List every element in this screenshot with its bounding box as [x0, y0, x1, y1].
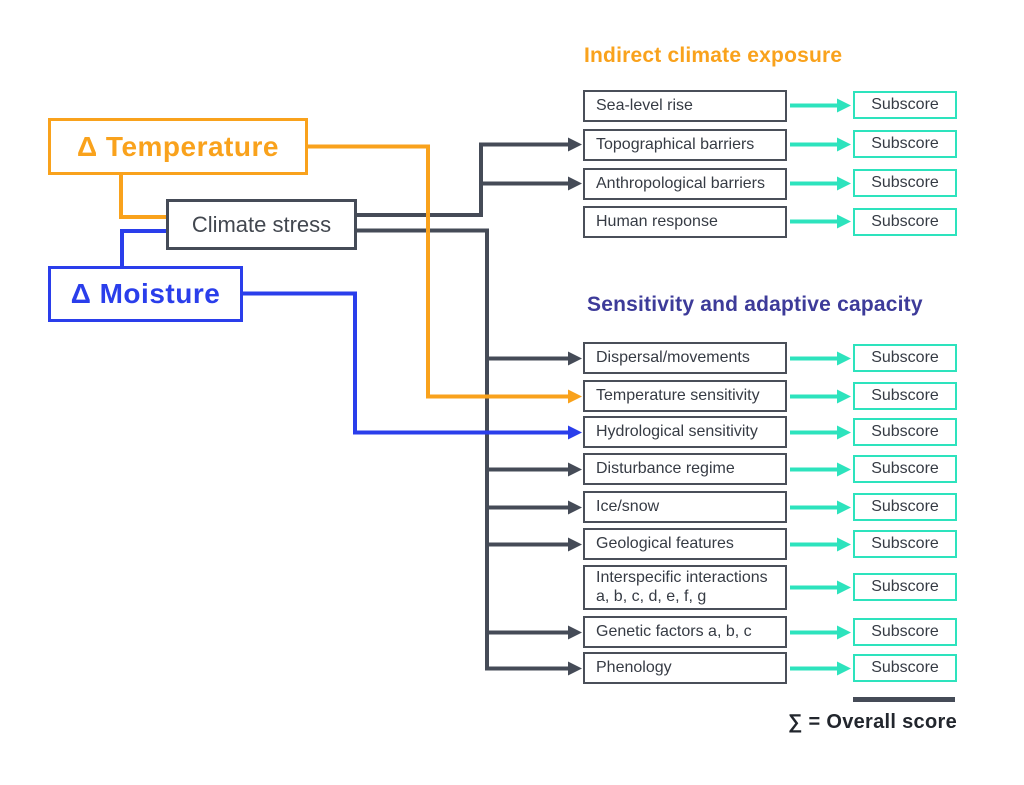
- subscore-label: Subscore: [871, 578, 939, 595]
- factor-label: Genetic factors a, b, c: [596, 622, 752, 640]
- subscore-label: Subscore: [871, 387, 939, 404]
- climate-to-topographical-line: [357, 137, 582, 217]
- subscore-label: Subscore: [871, 535, 939, 552]
- climate-stress-label: Climate stress: [191, 211, 332, 237]
- subscore-box: Subscore: [853, 344, 957, 372]
- factor-label: Human response: [596, 212, 718, 230]
- subscore-box: Subscore: [853, 618, 957, 646]
- overall-score-label: ∑ = Overall score: [788, 711, 957, 733]
- subscore-box: Subscore: [853, 208, 957, 236]
- box-geological-features: Geological features: [583, 528, 787, 560]
- box-human-response: Human response: [583, 206, 787, 238]
- subscore-label: Subscore: [871, 460, 939, 477]
- box-interspecific-interactions: Interspecific interactions a, b, c, d, e…: [583, 565, 787, 610]
- factor-label: Hydrological sensitivity: [596, 422, 758, 440]
- box-disturbance-regime: Disturbance regime: [583, 453, 787, 485]
- subscore-label: Subscore: [871, 349, 939, 366]
- subscore-label: Subscore: [871, 135, 939, 152]
- subscore-label: Subscore: [871, 423, 939, 440]
- box-temperature-sensitivity: Temperature sensitivity: [583, 380, 787, 412]
- moisture-to-climate-line: [120, 229, 170, 266]
- exposure-heading: Indirect climate exposure: [584, 44, 843, 67]
- moisture-to-hydrological-line: [243, 291, 582, 440]
- subscore-box: Subscore: [853, 493, 957, 521]
- factor-label: Disturbance regime: [596, 459, 735, 477]
- box-sea-level-rise: Sea-level rise: [583, 90, 787, 122]
- subscore-box: Subscore: [853, 418, 957, 446]
- subscore-label: Subscore: [871, 659, 939, 676]
- subscore-label: Subscore: [871, 498, 939, 515]
- moisture-box: Δ Moisture: [48, 266, 243, 322]
- subscore-box: Subscore: [853, 169, 957, 197]
- subscore-box: Subscore: [853, 573, 957, 601]
- subscore-label: Subscore: [871, 96, 939, 113]
- sum-divider-line: [853, 697, 955, 702]
- subscore-box: Subscore: [853, 455, 957, 483]
- factor-label: Anthropological barriers: [596, 174, 765, 192]
- climate-stress-box: Climate stress: [166, 199, 357, 250]
- factor-label: Interspecific interactions a, b, c, d, e…: [596, 569, 768, 605]
- factor-label: Phenology: [596, 658, 672, 676]
- subscore-box: Subscore: [853, 91, 957, 119]
- factor-label: Dispersal/movements: [596, 348, 750, 366]
- temperature-label: Δ Temperature: [77, 130, 279, 162]
- box-anthropological-barriers: Anthropological barriers: [583, 168, 787, 200]
- climate-to-phenology-trunk: [357, 228, 582, 676]
- subscore-label: Subscore: [871, 174, 939, 191]
- factor-label: Geological features: [596, 534, 734, 552]
- box-phenology: Phenology: [583, 652, 787, 684]
- box-dispersal-movements: Dispersal/movements: [583, 342, 787, 374]
- subscore-box: Subscore: [853, 530, 957, 558]
- box-genetic-factors: Genetic factors a, b, c: [583, 616, 787, 648]
- moisture-label: Δ Moisture: [70, 278, 221, 309]
- temperature-to-sensitivity-line: [308, 144, 582, 404]
- subscore-box: Subscore: [853, 382, 957, 410]
- subscore-box: Subscore: [853, 654, 957, 682]
- temperature-to-climate-line: [119, 175, 170, 219]
- box-hydrological-sensitivity: Hydrological sensitivity: [583, 416, 787, 448]
- box-ice-snow: Ice/snow: [583, 491, 787, 523]
- sensitivity-heading: Sensitivity and adaptive capacity: [587, 293, 923, 316]
- factor-label: Topographical barriers: [596, 135, 755, 153]
- factor-label: Temperature sensitivity: [596, 386, 760, 404]
- subscore-label: Subscore: [871, 213, 939, 230]
- subscore-box: Subscore: [853, 130, 957, 158]
- factor-label: Sea-level rise: [596, 96, 693, 114]
- box-topographical-barriers: Topographical barriers: [583, 129, 787, 161]
- subscore-label: Subscore: [871, 623, 939, 640]
- temperature-box: Δ Temperature: [48, 118, 308, 175]
- factor-label: Ice/snow: [596, 497, 660, 515]
